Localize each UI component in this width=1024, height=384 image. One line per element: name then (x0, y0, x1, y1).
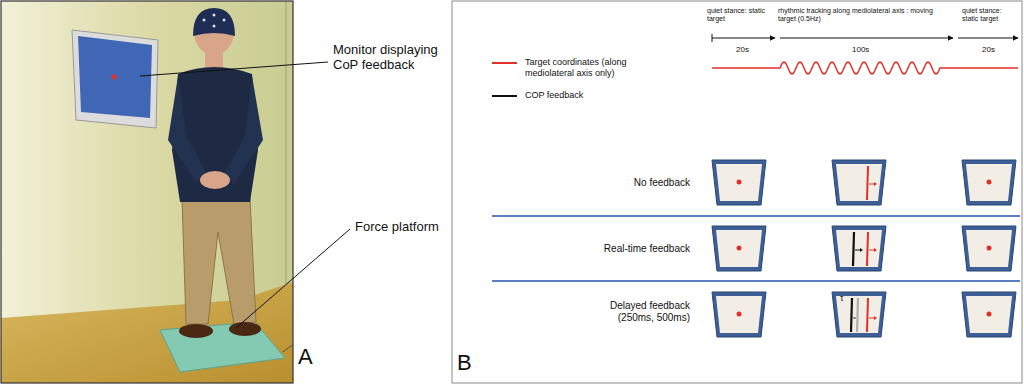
row-separator (492, 215, 1020, 217)
legend-line (492, 95, 517, 97)
monitor-icon (712, 160, 766, 205)
monitor-icon (962, 292, 1016, 337)
row-label: Delayed feedback (250ms, 500ms) (592, 300, 690, 324)
motion-arrow (869, 184, 874, 185)
wall-corner (285, 1, 287, 290)
target-dot (112, 75, 117, 80)
monitor-icon (712, 226, 766, 271)
motion-arrow (855, 250, 860, 251)
time-arrow (712, 38, 775, 39)
target-dot (737, 312, 742, 317)
monitor-icon (962, 226, 1016, 271)
phase-label: quiet stance: static target (707, 7, 767, 24)
leader-line (236, 229, 350, 328)
hands (200, 171, 230, 189)
force-platform (160, 322, 285, 372)
target-trace (712, 62, 1018, 74)
target-trace (712, 62, 1018, 74)
target-dot (987, 246, 992, 251)
target-dot (987, 180, 992, 185)
time-arrow (958, 38, 1018, 39)
delay-symbol: τ (840, 293, 844, 304)
time-arrow (780, 38, 953, 39)
person (168, 8, 263, 338)
panel-border (1, 1, 293, 383)
shoe (179, 324, 213, 338)
shoe (229, 322, 261, 336)
head (194, 9, 234, 55)
delay-arrow (853, 318, 856, 319)
target-line (867, 166, 868, 200)
motion-arrow (860, 248, 863, 252)
cop-line-real (857, 298, 858, 332)
motion-arrow (869, 318, 874, 319)
monitor-icon (712, 292, 766, 337)
monitor-icon (832, 292, 886, 337)
monitor-frame (72, 30, 158, 128)
trousers (182, 198, 256, 324)
motion-arrow (874, 182, 877, 186)
duration-label: 20s (736, 45, 749, 54)
motion-arrow (869, 250, 874, 251)
cop-line (853, 232, 854, 266)
photo-panel (1, 1, 293, 383)
monitor-screen (78, 36, 152, 118)
electrode (213, 14, 216, 17)
panel-border (452, 1, 1022, 383)
motion-arrow (874, 248, 877, 252)
monitor-icon (832, 160, 886, 205)
electrode (223, 19, 226, 22)
sleeve (224, 76, 263, 184)
phase-label: quiet stance: static target (962, 7, 1018, 24)
monitor-icon (832, 226, 886, 271)
duration-label: 20s (982, 45, 995, 54)
electrode (203, 19, 206, 22)
legend-text: Target coordinates (along mediolateral a… (525, 57, 675, 79)
monitor-icon (962, 160, 1016, 205)
target-line (867, 298, 868, 332)
phase-label: rhythmic tracking along mediolateral axi… (778, 7, 948, 24)
target-line (867, 232, 868, 266)
row-separator (492, 280, 1020, 282)
row-label: No feedback (560, 177, 690, 189)
sleeve (168, 76, 206, 182)
target-dot (737, 180, 742, 185)
cop-line-delayed (851, 298, 852, 332)
wall (1, 1, 293, 383)
callout-label: Force platform (355, 219, 439, 234)
legend-line (492, 62, 517, 64)
target-dot (987, 312, 992, 317)
panel-letter: B (457, 350, 472, 376)
leader-line (140, 62, 328, 76)
duration-label: 100s (852, 45, 869, 54)
cable (283, 344, 293, 352)
row-label: Real-time feedback (560, 243, 690, 255)
motion-arrow (874, 316, 877, 320)
eeg-cap (193, 8, 235, 36)
callout-label: Monitor displaying CoP feedback (333, 42, 458, 73)
panel-letter: A (298, 344, 313, 370)
target-dot (737, 246, 742, 251)
legend-text: COP feedback (525, 90, 675, 101)
electrode (213, 25, 216, 28)
